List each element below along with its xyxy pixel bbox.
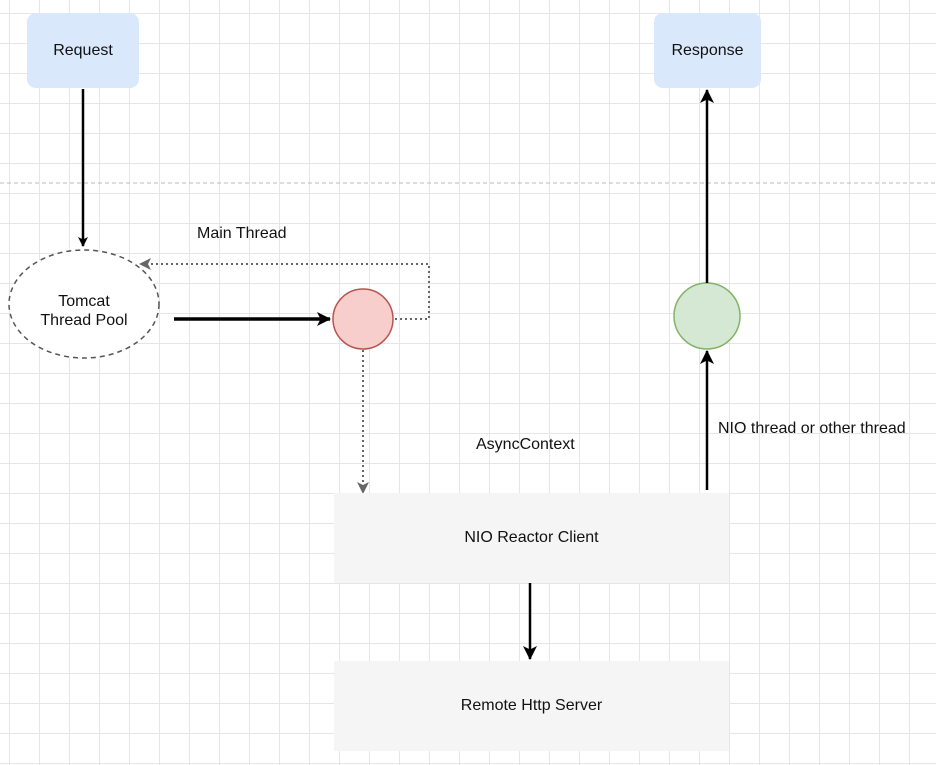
remote-http-server-label: Remote Http Server (460, 697, 603, 714)
response-label: Response (671, 41, 744, 59)
callback-circle[interactable] (673, 282, 741, 350)
response-node[interactable]: Response (654, 13, 761, 88)
handler-circle[interactable] (332, 288, 394, 350)
nio-reactor-client-label: NIO Reactor Client (464, 529, 599, 546)
request-node[interactable]: Request (27, 13, 139, 88)
request-label: Request (53, 41, 113, 59)
remote-http-server-node[interactable]: Remote Http Server (334, 661, 729, 751)
nio-thread-label: NIO thread or other thread (718, 420, 906, 437)
thread-pool-text: Tomcat Thread Pool (10, 266, 158, 356)
thread-pool-label-line2: Thread Pool (40, 312, 128, 329)
thread-pool-ellipse[interactable] (8, 249, 160, 359)
main-thread-label: Main Thread (197, 225, 287, 242)
async-context-label: AsyncContext (476, 436, 575, 453)
nio-reactor-client-node[interactable]: NIO Reactor Client (334, 493, 729, 583)
thread-pool-label-line1: Tomcat (58, 293, 110, 310)
main-thread-return-arrow (139, 258, 430, 320)
